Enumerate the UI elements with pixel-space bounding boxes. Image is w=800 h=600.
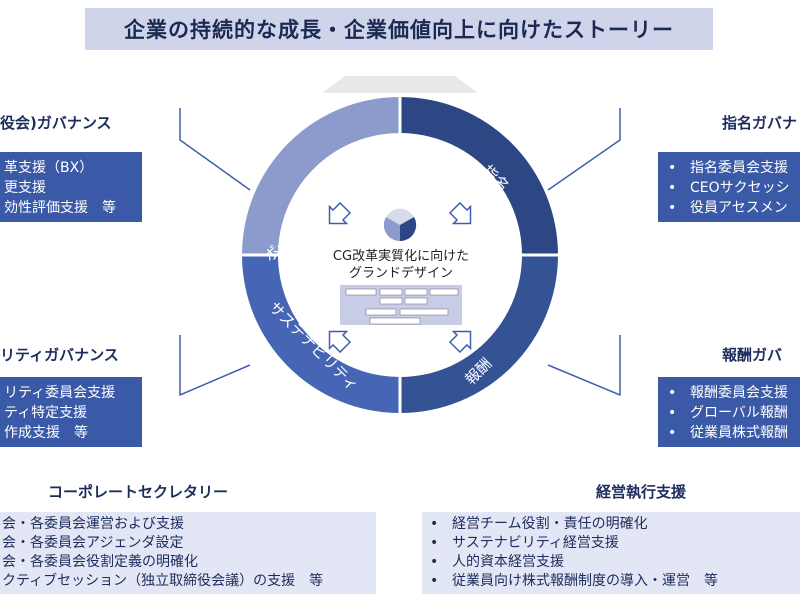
ring-segment-remuneration [400, 255, 558, 413]
title-connector [322, 76, 478, 93]
board-governance-heading: 役会)ガバナンス [0, 114, 112, 132]
corporate-secretary-box: 会・各委員会運営および支援 会・各委員会アジェンダ設定 会・各委員会役割定義の明… [0, 512, 376, 594]
list-item: サステナビリティ経営支援 [422, 534, 800, 553]
list-item: 効性評価支援 等 [4, 200, 116, 216]
page-title: 企業の持続的な成長・企業価値向上に向けたストーリー [85, 8, 713, 50]
ring [240, 95, 560, 415]
board-governance-box: 革支援（BX） 更支援 効性評価支援 等 [0, 152, 142, 222]
remuneration-governance-box: 報酬委員会支援 グローバル報酬 従業員株式報酬 [658, 377, 800, 447]
nomination-governance-heading: 指名ガバナ [722, 114, 798, 132]
list-item: CEOサクセッシ [658, 178, 800, 198]
mini-diagram [340, 285, 462, 325]
management-execution-box: 経営チーム役割・責任の明確化 サステナビリティ経営支援 人的資本経営支援 従業員… [422, 512, 800, 594]
list-item: 経営チーム役割・責任の明確化 [422, 515, 800, 534]
sustainability-governance-heading: リティガバナンス [0, 346, 119, 364]
ring-segment-sustainability [242, 255, 400, 413]
list-item: グローバル報酬 [658, 403, 800, 423]
list-item: 指名委員会支援 [658, 158, 800, 178]
corporate-secretary-heading: コーポレートセクレタリー [48, 483, 229, 501]
list-item: クティブセッション（独立取締役会議）の支援 等 [2, 573, 324, 589]
list-item: 役員アセスメン [658, 198, 800, 218]
list-item: 革支援（BX） [4, 160, 94, 176]
list-item: 更支援 [4, 180, 46, 196]
ring-segment-nomination [400, 97, 558, 255]
inward-arrow-icon [328, 201, 472, 354]
connector-lines [179, 108, 621, 397]
center-label-line1: CG改革実質化に向けた [332, 249, 470, 264]
list-item: 従業員向け株式報酬制度の導入・運営 等 [422, 572, 800, 591]
sustainability-governance-box: リティ委員会支援 ティ特定支援 作成支援 等 [0, 377, 142, 447]
list-item: ティ特定支援 [4, 405, 88, 421]
logo-icon [383, 208, 417, 242]
nomination-governance-box: 指名委員会支援 CEOサクセッシ 役員アセスメン [658, 152, 800, 222]
list-item: 従業員株式報酬 [658, 423, 800, 443]
center-label-line2: グランドデザイン [348, 266, 453, 281]
list-item: 報酬委員会支援 [658, 383, 800, 403]
list-item: リティ委員会支援 [4, 385, 116, 401]
list-item: 会・各委員会アジェンダ設定 [2, 535, 184, 551]
list-item: 作成支援 等 [4, 425, 88, 441]
list-item: 人的資本経営支援 [422, 553, 800, 572]
management-execution-heading: 経営執行支援 [596, 483, 687, 501]
center-label: CG改革実質化に向けた グランドデザイン [318, 248, 484, 282]
ring-segment-board [242, 97, 400, 255]
list-item: 会・各委員会運営および支援 [2, 516, 184, 532]
list-item: 会・各委員会役割定義の明確化 [2, 554, 198, 570]
remuneration-governance-heading: 報酬ガバ [722, 346, 783, 364]
